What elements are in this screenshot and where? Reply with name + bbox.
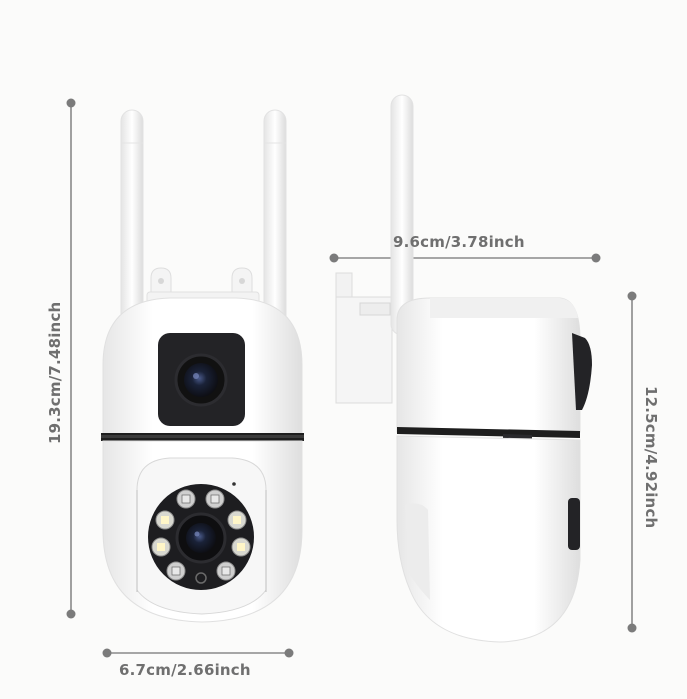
dimension-width-front-line (102, 648, 294, 658)
dimension-depth-side-line (329, 253, 601, 263)
dimension-height-total-label: 19.3cm/7.48inch (46, 301, 64, 444)
dimension-height-total-line (66, 98, 76, 619)
dimension-depth-side-label: 9.6cm/3.78inch (393, 233, 525, 251)
dimension-height-body-label: 12.5cm/4.92inch (642, 386, 660, 529)
camera-side-view (335, 94, 592, 643)
microphone-dot (232, 482, 236, 486)
dimension-width-front-label: 6.7cm/2.66inch (119, 661, 251, 679)
upper-lens-icon (184, 363, 218, 397)
led-array (151, 489, 251, 581)
side-lower-lens (568, 498, 580, 550)
camera-front-view (101, 109, 304, 623)
antenna-side (390, 94, 414, 336)
side-upper-lens (572, 333, 592, 410)
lower-lens-icon (186, 523, 216, 553)
light-sensor-icon (195, 572, 207, 584)
dimension-height-body-line (627, 291, 637, 633)
